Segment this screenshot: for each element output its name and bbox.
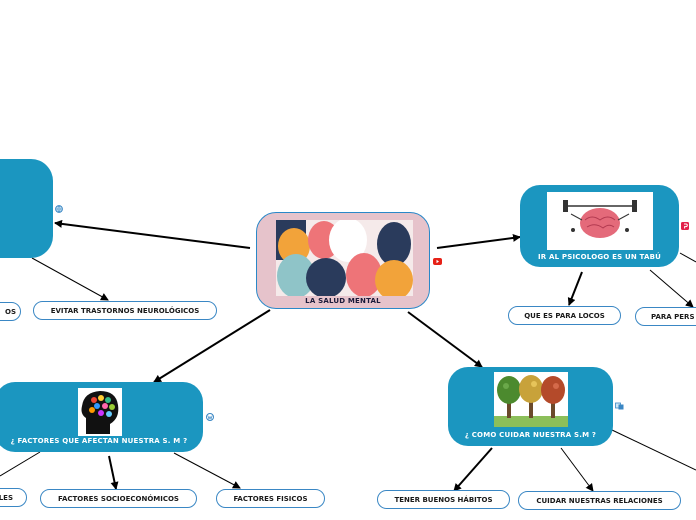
subtopic-locos[interactable]: QUE ES PARA LOCOS [508, 306, 621, 325]
cuidar-topic-node[interactable]: ¿ COMO CUIDAR NUESTRA S.M ? [448, 367, 613, 446]
cuidar-topic-label: ¿ COMO CUIDAR NUESTRA S.M ? [464, 431, 597, 439]
subtopic-locos-label: QUE ES PARA LOCOS [524, 311, 605, 320]
subtopic-fisicos[interactable]: FACTORES FISICOS [216, 489, 325, 508]
link-center-left [54, 219, 251, 249]
globe-icon[interactable] [55, 205, 63, 213]
link-left-trastornos [31, 257, 109, 301]
link-cuidar-relaciones [560, 447, 594, 492]
link-center-psicologo [436, 233, 521, 249]
pinterest-icon[interactable] [681, 222, 689, 230]
trees-illustration [494, 372, 568, 427]
link-factores-fisicos [173, 452, 241, 489]
subtopic-relaciones[interactable]: CUIDAR NUESTRAS RELACIONES [518, 491, 681, 510]
subtopic-relaciones-label: CUIDAR NUESTRAS RELACIONES [536, 496, 663, 505]
link-psicologo-pers [649, 269, 694, 308]
subtopic-fisicos-label: FACTORES FISICOS [233, 494, 308, 503]
link-psicologo-locos [567, 271, 583, 306]
subtopic-partial-os[interactable]: OS [0, 302, 21, 321]
link-factores-les [0, 451, 41, 477]
link-center-factores [153, 309, 271, 383]
factores-topic-label: ¿ FACTORES QUE AFECTAN NUESTRA S. M ? [10, 437, 188, 445]
subtopic-para-pers[interactable]: PARA PERS [635, 307, 696, 326]
center-topic-label: LA SALUD MENTAL [305, 297, 381, 305]
youtube-icon[interactable] [433, 258, 442, 265]
subtopic-partial-les[interactable]: LES [0, 488, 27, 507]
faces-illustration [276, 220, 413, 296]
left-topic-node[interactable] [0, 159, 53, 258]
subtopic-habitos[interactable]: TENER BUENOS HÁBITOS [377, 490, 510, 509]
subtopic-socioeconomicos-label: FACTORES SOCIOECONÓMICOS [58, 494, 179, 503]
brain-illustration [547, 192, 653, 250]
link-psicologo-offscreen [679, 252, 696, 263]
psicologo-topic-node[interactable]: IR AL PSICOLOGO ES UN TABÚ [520, 185, 679, 267]
link-factores-socio [108, 455, 119, 490]
subtopic-socioeconomicos[interactable]: FACTORES SOCIOECONÓMICOS [40, 489, 197, 508]
subtopic-partial-os-label: OS [5, 307, 16, 316]
subtopic-partial-les-label: LES [0, 493, 13, 502]
factores-topic-node[interactable]: ¿ FACTORES QUE AFECTAN NUESTRA S. M ? [0, 382, 203, 452]
psicologo-topic-label: IR AL PSICOLOGO ES UN TABÚ [537, 253, 661, 261]
subtopic-para-pers-label: PARA PERS [651, 312, 695, 321]
subtopic-trastornos-label: EVITAR TRASTORNOS NEUROLÓGICOS [50, 306, 200, 315]
link-cuidar-habitos [453, 447, 493, 492]
head-mosaic-illustration [78, 388, 122, 436]
subtopic-trastornos[interactable]: EVITAR TRASTORNOS NEUROLÓGICOS [33, 301, 217, 320]
link-center-cuidar [407, 311, 483, 368]
subtopic-habitos-label: TENER BUENOS HÁBITOS [394, 495, 493, 504]
attachment-icon[interactable] [615, 402, 624, 410]
center-topic-node[interactable]: LA SALUD MENTAL [256, 212, 430, 309]
link-cuidar-offscreen [611, 429, 696, 471]
wordpress-icon[interactable] [206, 413, 214, 421]
